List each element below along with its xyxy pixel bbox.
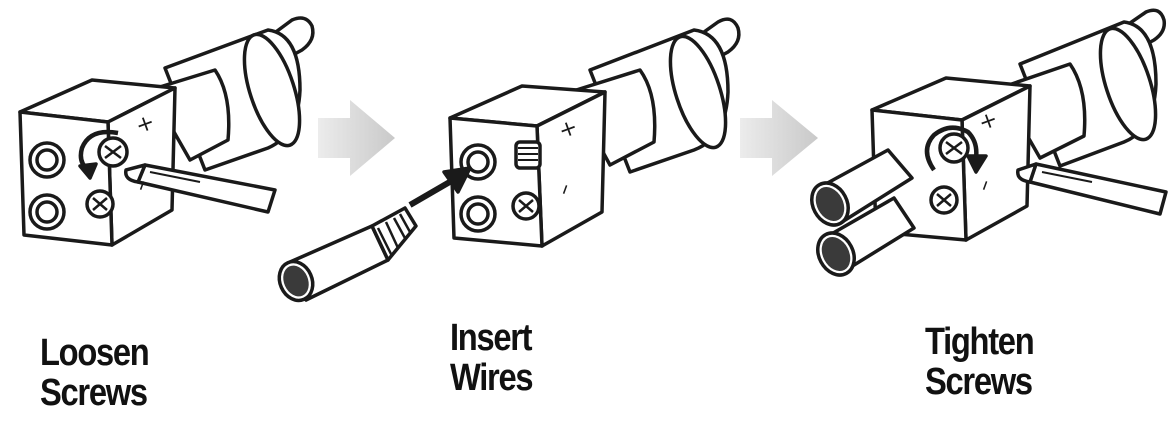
tighten-arrow-icon bbox=[924, 125, 979, 172]
step-1-illustration bbox=[18, 16, 315, 247]
screwdriver-tip bbox=[124, 163, 147, 184]
step-1-caption: Loosen Screws bbox=[40, 332, 150, 414]
step-1-line-2: Screws bbox=[40, 372, 148, 414]
step-arrow-1-icon bbox=[318, 100, 395, 176]
step-arrow-2-icon bbox=[740, 100, 818, 176]
step-2-line-1: Insert bbox=[450, 317, 533, 359]
step-3-caption: Tighten Screws bbox=[925, 321, 1035, 403]
step-3-illustration bbox=[810, 8, 1168, 277]
step-2-line-2: Wires bbox=[450, 357, 534, 399]
step-2-illustration bbox=[277, 17, 741, 303]
screwdriver-tip bbox=[1016, 162, 1038, 184]
screwdriver-shaft bbox=[1028, 162, 1168, 216]
step-3-line-1: Tighten bbox=[925, 321, 1035, 363]
step-3-line-2: Screws bbox=[925, 361, 1033, 403]
step-2-caption: Insert Wires bbox=[450, 317, 534, 399]
step-1-line-1: Loosen bbox=[40, 332, 150, 374]
